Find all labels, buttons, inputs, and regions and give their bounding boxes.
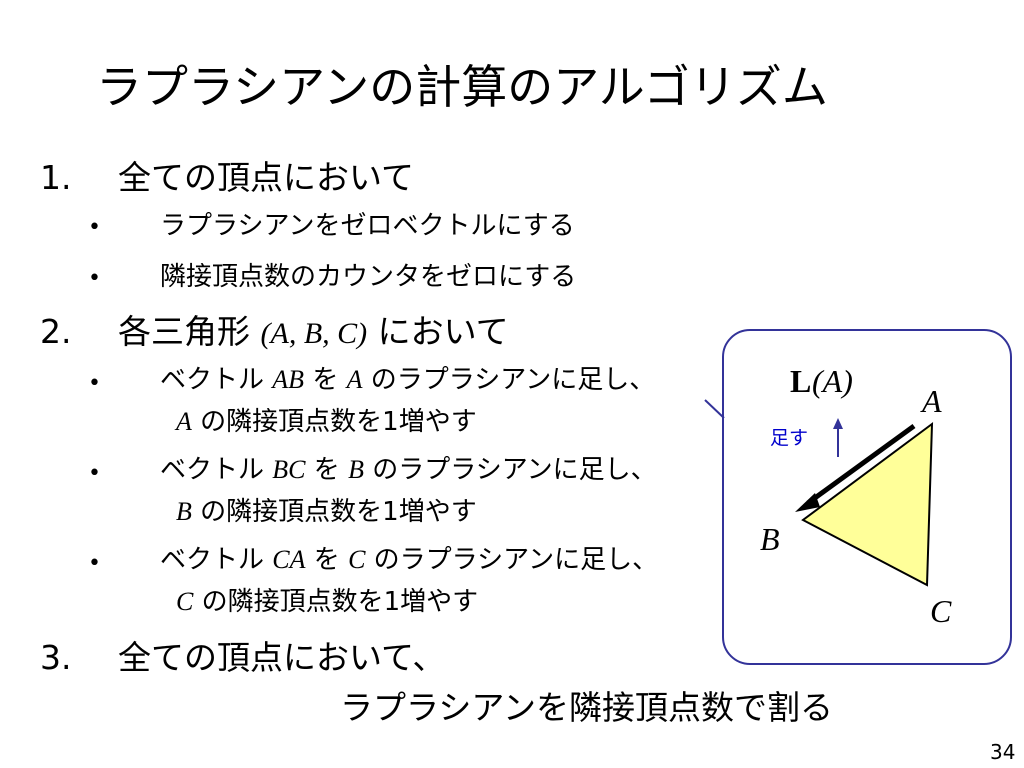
step-3-number: 3. [40, 638, 72, 677]
add-label: 足す [770, 427, 808, 449]
step-1-number: 1. [40, 158, 72, 197]
step-2-text-post: において [377, 312, 509, 351]
sub-text: の隣接頂点数を1増やす [200, 407, 477, 437]
step-1-text: 全ての頂点において [118, 158, 415, 197]
vertex-label: C [176, 587, 194, 616]
vector-label: AB [272, 365, 305, 394]
sub-text: ベクトル [160, 365, 265, 395]
bullet-marker: • [88, 215, 101, 240]
bullet-marker: • [88, 371, 101, 396]
step-3-text: 全ての頂点において、 [118, 638, 446, 677]
vertex-b-label: B [760, 521, 780, 557]
sub-text: ベクトル [160, 455, 265, 485]
step-2-sub-3-line-2: C の隣接頂点数を1増やす [176, 584, 478, 620]
step-2-sub-2-line-1: ベクトル BC を B のラプラシアンに足し、 [160, 452, 657, 488]
laplacian-L-label: L [790, 363, 811, 399]
step-1-sub-2: 隣接頂点数のカウンタをゼロにする [160, 262, 577, 292]
vector-ab-arrowhead [795, 493, 820, 512]
sub-text: のラプラシアンに足し、 [370, 365, 656, 395]
sub-text: の隣接頂点数を1増やす [201, 587, 479, 617]
laplacian-arg-label: (A) [812, 363, 853, 399]
bullet-marker: • [88, 551, 101, 576]
step-2-sub-3-line-1: ベクトル CA を C のラプラシアンに足し、 [160, 542, 658, 578]
step-2-sub-1-line-2: A の隣接頂点数を1増やす [176, 404, 477, 440]
vertex-label: B [348, 455, 364, 484]
triangle-shape [801, 421, 934, 587]
sub-text: を [313, 455, 340, 485]
add-arrowhead [833, 418, 843, 429]
step-1-sub-1: ラプラシアンをゼロベクトルにする [160, 211, 575, 241]
vertex-a-label: A [920, 383, 942, 419]
sub-text: のラプラシアンに足し、 [373, 545, 659, 575]
slide-title: ラプラシアンの計算のアルゴリズム [96, 60, 828, 114]
vertex-label: A [346, 365, 363, 394]
step-3-text-line-2: ラプラシアンを隣接頂点数で割る [340, 688, 834, 727]
step-2-text: 各三角形 (A, B, C) において [118, 310, 509, 356]
vertex-label: B [176, 497, 192, 526]
sub-text: を [312, 365, 339, 395]
vertex-label: C [348, 545, 366, 574]
page-number: 34 [990, 740, 1016, 764]
vector-label: BC [272, 455, 306, 484]
vertex-c-label: C [930, 593, 952, 629]
callout-tail [704, 399, 725, 419]
vector-ab-arrow [806, 423, 916, 506]
vector-label: CA [272, 545, 306, 574]
vertex-label: A [176, 407, 192, 436]
sub-text: の隣接頂点数を1増やす [200, 497, 477, 527]
step-2-sub-2-line-2: B の隣接頂点数を1増やす [176, 494, 477, 530]
step-2-text-pre: 各三角形 [118, 312, 250, 351]
sub-text: ベクトル [160, 545, 265, 575]
step-2-sub-1-line-1: ベクトル AB を A のラプラシアンに足し、 [160, 362, 655, 398]
bullet-marker: • [88, 461, 101, 486]
triangle-vertices-math: (A, B, C) [260, 317, 368, 350]
bullet-marker: • [88, 266, 101, 291]
step-2-number: 2. [40, 312, 72, 351]
sub-text: を [313, 545, 340, 575]
sub-text: のラプラシアンに足し、 [372, 455, 657, 485]
